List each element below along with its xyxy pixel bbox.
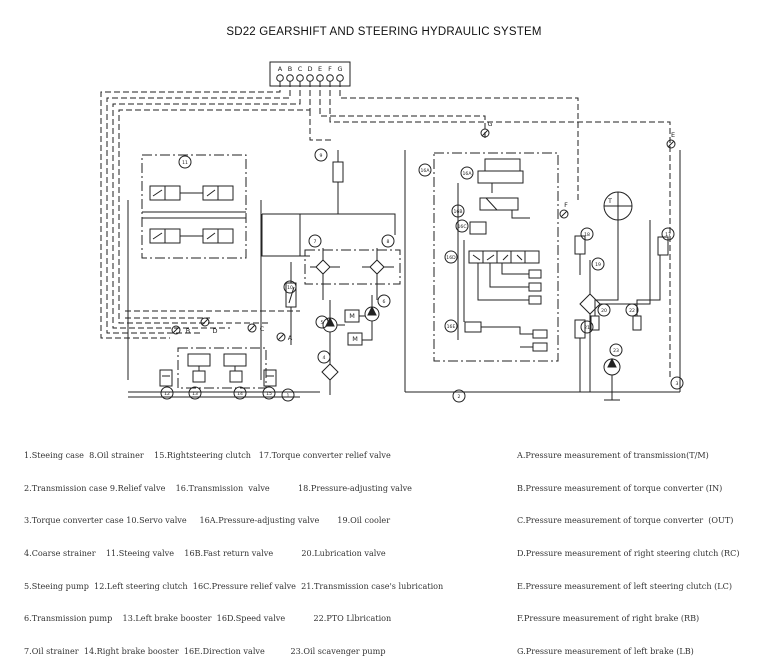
- diagram-title: SD22 GEARSHIFT AND STEERING HYDRAULIC SY…: [226, 26, 542, 38]
- callout-11: 11: [182, 160, 188, 166]
- legend-row: 6.Transmission pump 13.Left brake booste…: [24, 613, 392, 624]
- hydraulic-schematic: A B C D E F G D C A B G F E M M T 11 9 1…: [100, 61, 684, 403]
- callout-16a: 16A: [463, 171, 473, 177]
- port-label-g: G: [337, 65, 342, 73]
- motor-label-2: M: [352, 335, 358, 343]
- transmission-valve-box: [433, 152, 559, 362]
- callout-16c: 16C: [457, 224, 466, 230]
- steering-valve-box: [127, 154, 262, 380]
- port-label-c: C: [298, 65, 303, 73]
- callout-16d: 16D: [446, 255, 456, 261]
- callout-15: 15: [266, 391, 272, 397]
- servo-valve: [285, 262, 297, 345]
- legend-row: G.Pressure measurement of left brake (LB…: [517, 646, 694, 657]
- legend-row: B.Pressure measurement of torque convert…: [517, 482, 723, 493]
- callout-4: 4: [323, 355, 326, 361]
- legend-row: 3.Torque converter case 10.Servo valve 1…: [24, 515, 391, 526]
- callout-circles: [160, 148, 684, 403]
- motor-label: M: [349, 312, 355, 320]
- callout-18: 18: [584, 232, 590, 238]
- legend-row: D.Pressure measurement of right steering…: [517, 547, 740, 558]
- legend-row: F.Pressure measurement of right brake (R…: [517, 613, 700, 624]
- coarse-strainer: [321, 355, 339, 395]
- line-letter-b: B: [186, 327, 190, 335]
- callout-14: 14: [237, 391, 243, 397]
- legend-row: 2.Transmission case 9.Relief valve 16.Tr…: [24, 482, 412, 493]
- callout-5: 5: [321, 320, 324, 326]
- tank-label: T: [607, 197, 612, 205]
- port-label-a: A: [278, 65, 283, 73]
- right-components: [574, 191, 669, 401]
- legend-row: E.Pressure measurement of left steering …: [517, 580, 732, 591]
- callout-10: 10: [287, 285, 293, 291]
- callout-23: 23: [613, 348, 619, 354]
- pressure-port-legend: A.Pressure measurement of transmission(T…: [517, 428, 739, 668]
- callout-17: 17: [665, 232, 671, 238]
- pumps: [322, 295, 380, 355]
- callout-2: 2: [458, 394, 461, 400]
- callout-21: 21: [584, 325, 590, 331]
- gauge-lines: [100, 81, 671, 380]
- port-label-d: D: [307, 65, 312, 73]
- component-legend: 1.Steeing case 8.Oil strainer 15.Rightst…: [24, 428, 443, 668]
- callout-19: 19: [595, 262, 601, 268]
- legend-row: 1.Steeing case 8.Oil strainer 15.Rightst…: [24, 449, 391, 460]
- callout-8: 8: [387, 239, 390, 245]
- port-label-f: F: [328, 65, 332, 73]
- port-label-b: B: [288, 65, 292, 73]
- brake-boosters: [159, 347, 277, 389]
- callout-9: 9: [320, 153, 323, 159]
- callout-6: 6: [383, 299, 386, 305]
- callout-1: 1: [287, 393, 290, 399]
- callout-3: 3: [676, 381, 679, 387]
- line-letter-c: C: [260, 325, 265, 333]
- callout-13: 13: [192, 391, 198, 397]
- legend-row: 5.Steeing pump 12.Left steering clutch 1…: [24, 580, 444, 591]
- legend-row: A.Pressure measurement of transmission(T…: [517, 449, 709, 460]
- line-letter-f: F: [564, 201, 568, 209]
- callout-20: 20: [601, 308, 607, 314]
- callout-16: 16A: [421, 168, 431, 174]
- line-letter-d: D: [212, 327, 217, 335]
- callout-16e: 16E: [447, 324, 456, 330]
- line-letter-a: A: [288, 334, 293, 342]
- pressure-gauges: [171, 128, 676, 342]
- legend-row: C.Pressure measurement of torque convert…: [517, 515, 734, 526]
- case-outlines: [128, 150, 681, 398]
- strainer-pair: [304, 248, 401, 300]
- legend-row: 7.Oil strainer 14.Right brake booster 16…: [24, 646, 386, 657]
- port-label-e: E: [318, 65, 322, 73]
- callout-12: 12: [164, 391, 170, 397]
- line-letter-g: G: [487, 120, 492, 128]
- relief-valve: [261, 150, 396, 257]
- callout-16b: 16B: [454, 209, 463, 215]
- legend-row: 4.Coarse strainer 11.Steeing valve 16B.F…: [24, 547, 386, 558]
- callout-22: 22: [629, 308, 635, 314]
- line-letter-e: E: [671, 131, 675, 139]
- callout-7: 7: [314, 239, 317, 245]
- port-circles: [276, 74, 344, 82]
